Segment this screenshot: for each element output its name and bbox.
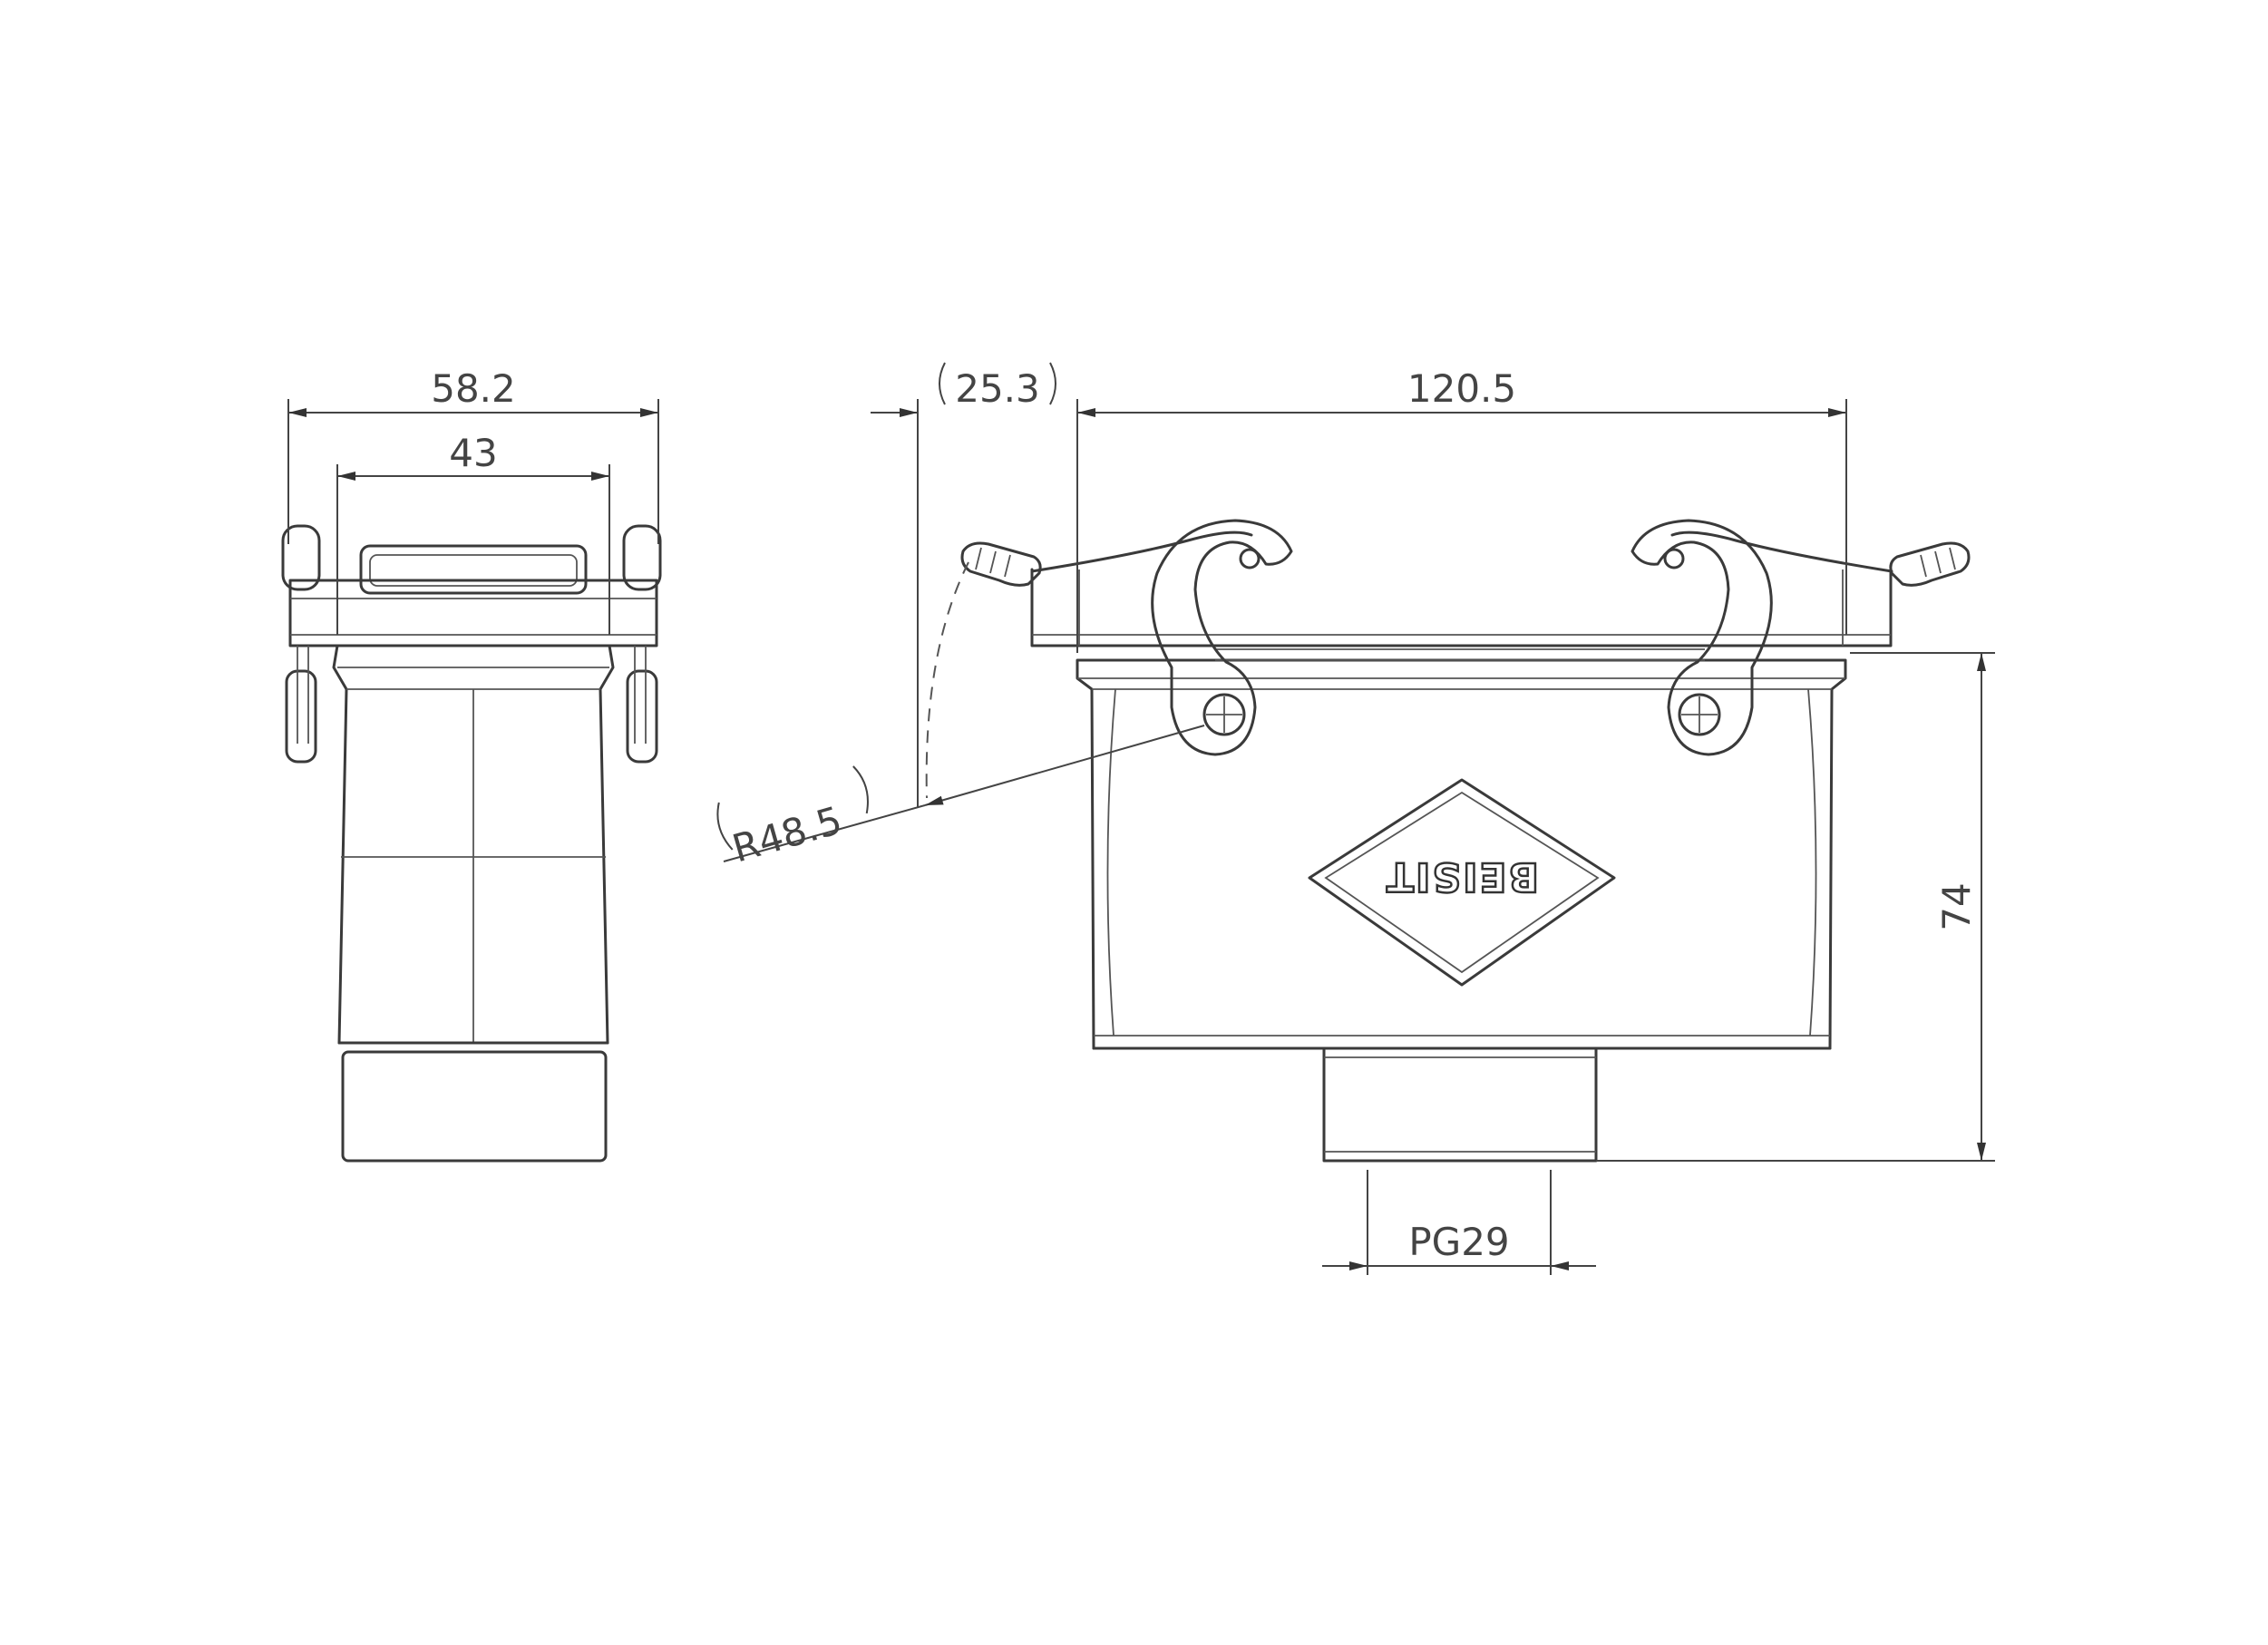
dim-radius: R48.5	[727, 798, 846, 871]
front-dimensions: 25.3 120.5 R48.5 74 PG29	[716, 362, 1995, 1275]
front-view: BEISIT	[960, 519, 1971, 1163]
dim-lever-offset: 25.3	[955, 366, 1040, 411]
dim-width-inner: 43	[449, 431, 497, 475]
side-dimensions: 58.2 43	[287, 366, 659, 635]
beisit-logo: BEISIT	[1308, 778, 1616, 987]
dim-width-overall: 58.2	[431, 366, 516, 411]
side-view	[281, 524, 662, 1163]
logo-text: BEISIT	[1385, 853, 1539, 900]
dim-length: 120.5	[1407, 366, 1516, 411]
dim-thread: PG29	[1408, 1220, 1509, 1264]
dim-height: 74	[1934, 882, 1979, 930]
